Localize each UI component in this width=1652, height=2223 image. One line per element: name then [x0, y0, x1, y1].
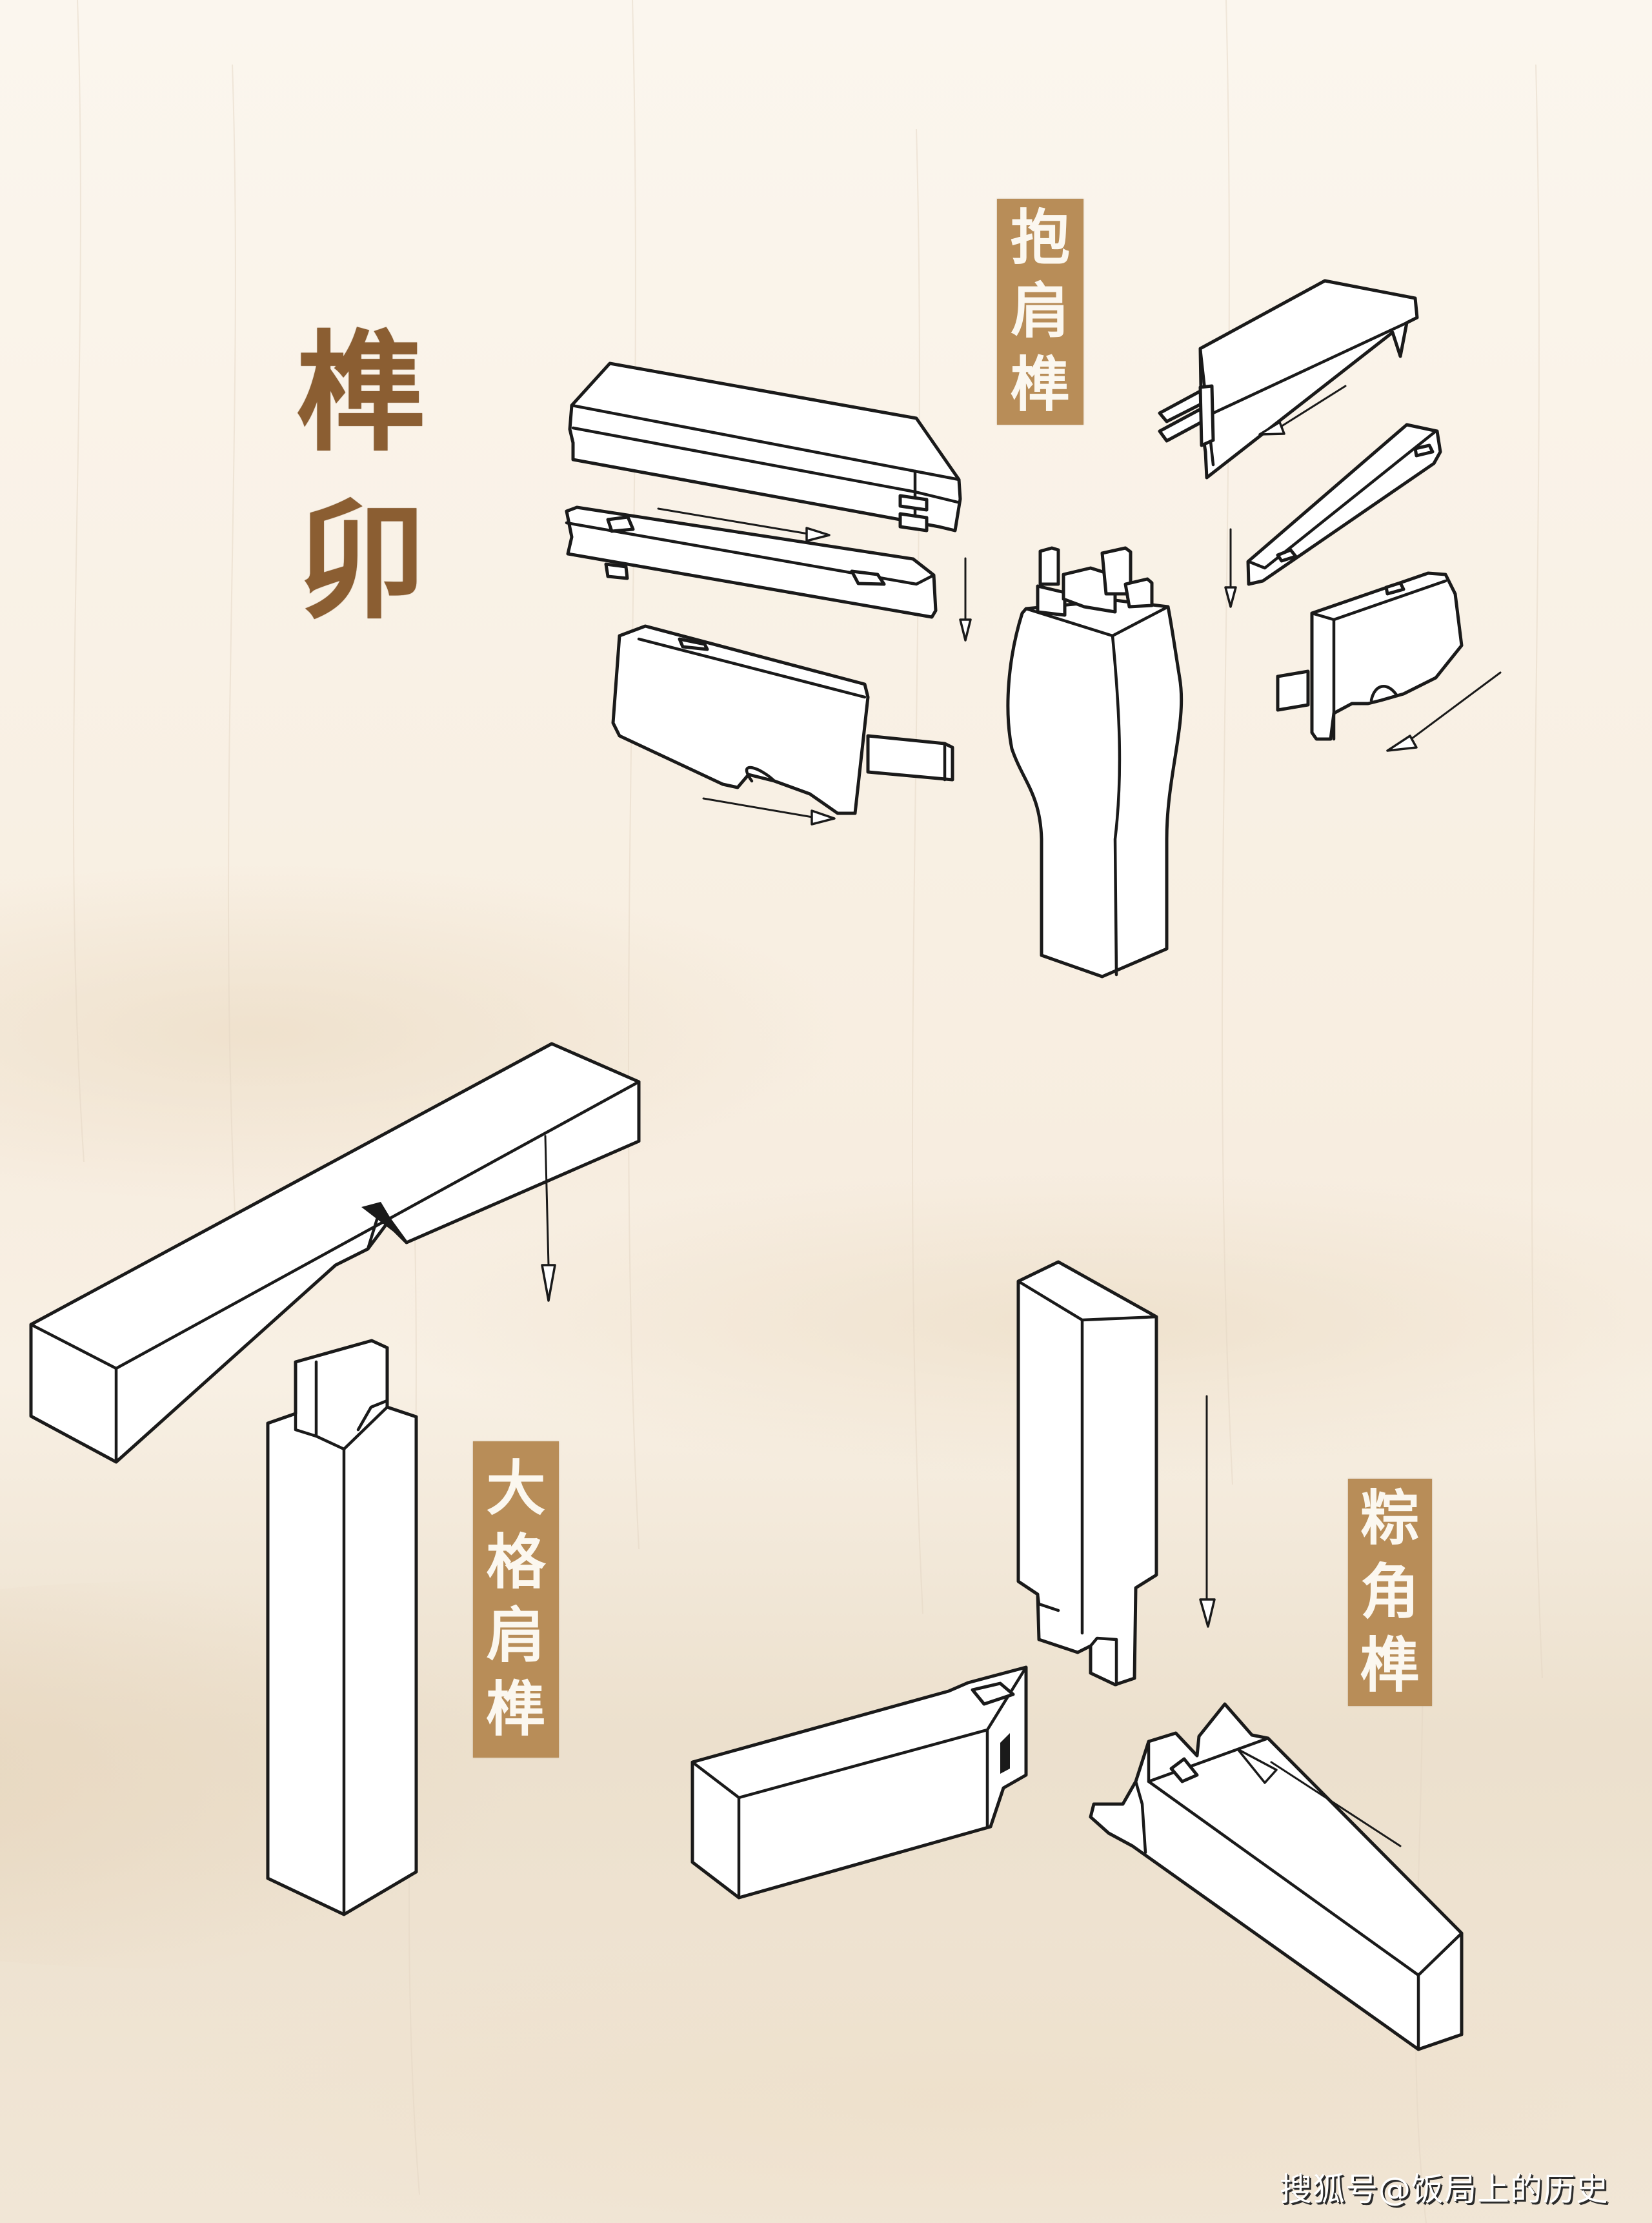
page-title: 榫 卯 — [284, 320, 439, 636]
diagram-zongjiao — [690, 1260, 1464, 2051]
diagram-baojian — [565, 279, 1502, 979]
arrow-dage — [541, 1135, 556, 1302]
label-char: 抱 — [1010, 203, 1070, 272]
label-char: 榫 — [486, 1675, 546, 1744]
apron-right — [1276, 571, 1464, 741]
diagram-dage — [29, 1042, 641, 1916]
label-zongjiao: 粽 角 榫 — [1348, 1479, 1432, 1706]
apron-left — [611, 624, 954, 815]
title-char: 卯 — [296, 485, 426, 637]
bead-rail-left — [565, 505, 938, 619]
label-char: 榫 — [1360, 1631, 1420, 1700]
vertical-post — [1016, 1260, 1158, 1687]
vertical-post — [266, 1339, 418, 1916]
arrows-zongjiao — [1199, 1395, 1402, 1847]
title-char: 榫 — [296, 318, 426, 469]
label-baojian: 抱 肩 榫 — [997, 199, 1083, 425]
left-rail — [690, 1665, 1028, 1900]
label-char: 大 — [486, 1454, 546, 1523]
leg-baojian — [1006, 546, 1184, 979]
bead-rail-right — [1246, 423, 1442, 586]
top-slab-right — [1158, 279, 1419, 480]
right-rail — [1089, 1702, 1464, 2051]
label-char: 格 — [486, 1528, 546, 1597]
label-char: 角 — [1360, 1558, 1420, 1627]
watermark: 搜狐号@饭局上的历史 — [1280, 2171, 1609, 2208]
cross-beam — [29, 1042, 641, 1464]
label-char: 肩 — [486, 1601, 546, 1670]
arrows-baojian-left — [657, 507, 972, 826]
label-char: 肩 — [1010, 277, 1070, 346]
top-slab-left — [568, 361, 962, 533]
label-dage: 大 格 肩 榫 — [473, 1441, 559, 1758]
label-char: 粽 — [1360, 1484, 1420, 1553]
label-char: 榫 — [1010, 350, 1070, 420]
arrows-baojian-right — [1224, 385, 1502, 752]
